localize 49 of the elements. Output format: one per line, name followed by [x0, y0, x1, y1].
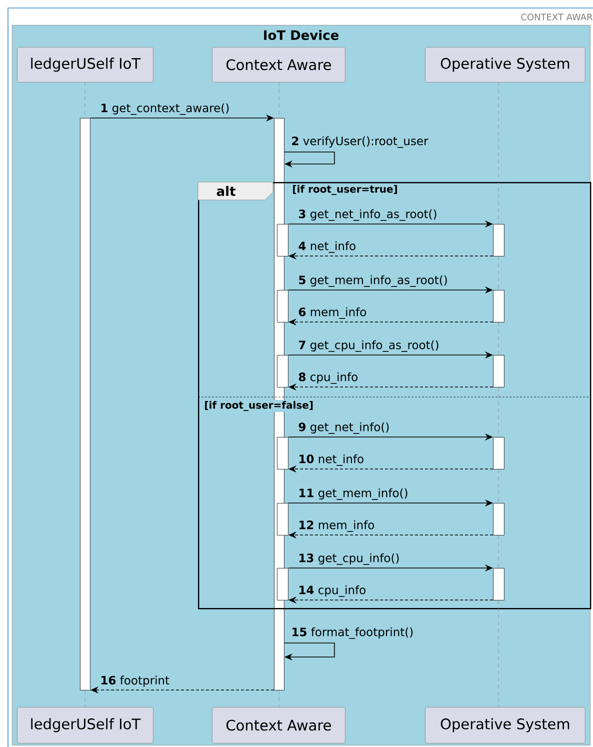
edge-label: 1 get_context_aware() [99, 102, 231, 116]
lifeline [278, 690, 280, 708]
edge-label: 10 net_info [297, 453, 366, 467]
lifeline [498, 535, 499, 568]
activation-bar [493, 290, 504, 322]
lifeline [84, 82, 86, 118]
activation-bar [277, 355, 288, 388]
lifeline [498, 600, 499, 708]
edge-label: 13 get_cpu_info() [297, 552, 401, 566]
lifeline [498, 82, 499, 224]
edge-label: 14 cpu_info [297, 584, 368, 598]
participant-box: ledgerUSelf IoT [17, 707, 154, 744]
activation-bar [493, 568, 504, 600]
activation-bar [277, 568, 288, 600]
participant-box: Operative System [425, 707, 586, 744]
edge-label: 5 get_mem_info_as_root() [297, 274, 449, 288]
self-arrow [284, 152, 335, 168]
participant-box: ledgerUSelf IoT [17, 47, 154, 82]
activation-bar [277, 503, 288, 536]
activation-bar [493, 355, 504, 388]
activation-bar [277, 224, 288, 256]
edge-label: 15 format_footprint() [290, 626, 415, 640]
edge-label: 9 get_net_info() [297, 421, 391, 435]
lifeline [498, 322, 499, 356]
lifeline [498, 256, 499, 290]
activation-bar [80, 118, 90, 690]
lifeline [84, 690, 86, 708]
edge-label: 8 cpu_info [297, 371, 360, 385]
corner-label: CONTEXT AWAR [521, 14, 593, 20]
edge-label: 11 get_mem_info() [297, 487, 410, 501]
participant-box: Context Aware [212, 707, 346, 744]
lifeline [498, 469, 499, 504]
lifeline [278, 82, 280, 118]
edge-label: 16 footprint [99, 674, 170, 688]
activation-bar [493, 503, 504, 536]
activation-bar [277, 290, 288, 322]
activation-bar [493, 224, 504, 256]
edge-label: 12 mem_info [297, 519, 376, 533]
participant-box: Context Aware [212, 47, 346, 82]
activation-bar [277, 437, 288, 470]
edge-label: 2 verifyUser():root_user [290, 135, 430, 149]
edge-label: 3 get_net_info_as_root() [297, 208, 438, 222]
activation-bar [493, 437, 504, 470]
lifeline [498, 387, 499, 438]
edge-label: 4 net_info [297, 240, 358, 254]
participant-box: Operative System [425, 47, 586, 82]
self-arrow [284, 642, 335, 661]
edge-label: 7 get_cpu_info_as_root() [297, 339, 440, 353]
edge-label: 6 mem_info [297, 306, 368, 320]
